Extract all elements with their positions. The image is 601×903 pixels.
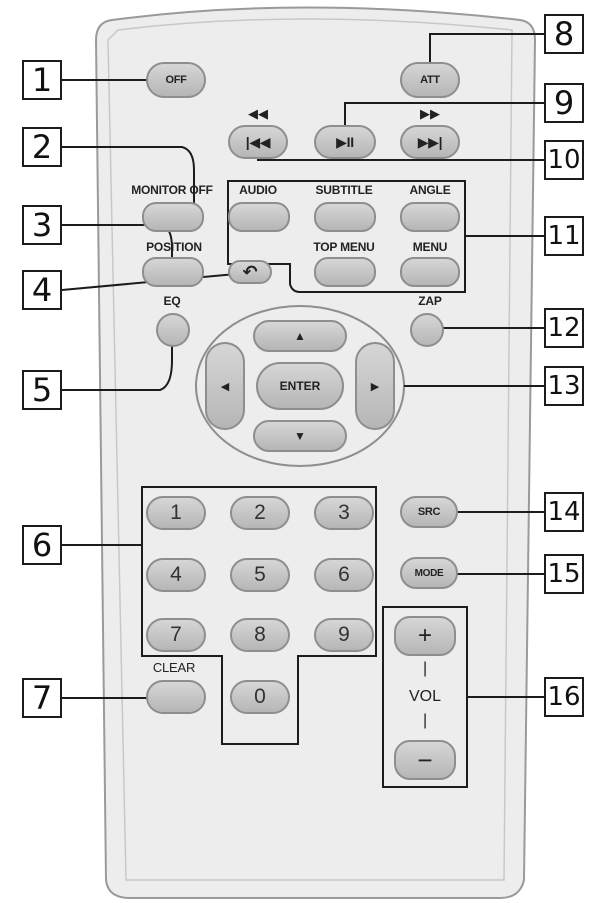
dpad-up-button[interactable]: ▲ [253,320,347,352]
callout-16: 16 [544,677,584,717]
menu-label: MENU [412,240,448,254]
top-menu-button[interactable] [314,257,376,287]
callout-9: 9 [544,83,584,123]
callout-3: 3 [22,205,62,245]
num-0-button[interactable]: 0 [230,680,290,714]
monitor-off-button[interactable] [142,202,204,232]
num-9-button[interactable]: 9 [314,618,374,652]
audio-button[interactable] [228,202,290,232]
minus-icon: − [417,744,433,775]
subtitle-button[interactable] [314,202,376,232]
zap-button[interactable] [410,313,444,347]
callout-2: 2 [22,127,62,167]
dpad-left-button[interactable]: ◀ [205,342,245,430]
num-5-button[interactable]: 5 [230,558,290,592]
num-2-button[interactable]: 2 [230,496,290,530]
connector-lines [61,33,544,699]
callout-7: 7 [22,678,62,718]
vol-bar-top: | [423,660,428,677]
clear-button[interactable] [146,680,206,714]
prev-icon: |◀◀ [245,133,271,150]
off-button[interactable]: OFF [146,62,206,98]
callout-14: 14 [544,492,584,532]
right-arrow-icon: ▶ [370,380,380,393]
num-3-button[interactable]: 3 [314,496,374,530]
callout-5: 5 [22,370,62,410]
menu-button[interactable] [400,257,460,287]
callout-12: 12 [544,308,584,348]
callout-4: 4 [22,270,62,310]
num-4-button[interactable]: 4 [146,558,206,592]
left-arrow-icon: ◀ [220,380,230,393]
vol-up-button[interactable]: + [394,616,456,656]
callout-15: 15 [544,554,584,594]
callout-8: 8 [544,14,584,54]
monitor-off-label: MONITOR OFF [131,183,213,197]
next-button[interactable]: ▶▶| [400,125,460,159]
enter-button[interactable]: ENTER [256,362,344,410]
clear-label: CLEAR [152,660,196,675]
callout-6: 6 [22,525,62,565]
eq-button[interactable] [156,313,190,347]
eq-label: EQ [163,294,181,308]
angle-button[interactable] [400,202,460,232]
play-pause-button[interactable]: ▶II [314,125,376,159]
back-icon: ↶ [242,261,258,282]
num-7-button[interactable]: 7 [146,618,206,652]
callout-11: 11 [544,216,584,256]
num-8-button[interactable]: 8 [230,618,290,652]
num-6-button[interactable]: 6 [314,558,374,592]
vol-down-button[interactable]: − [394,740,456,780]
fast-forward-icon: ▶▶ [420,106,440,121]
subtitle-label: SUBTITLE [315,183,373,197]
group-6-outline [141,486,377,745]
play-pause-icon: ▶II [336,133,354,150]
num-1-button[interactable]: 1 [146,496,206,530]
callout-13: 13 [544,366,584,406]
down-arrow-icon: ▼ [294,429,306,443]
group-11-outline [227,180,466,293]
remote-inner-outline [107,18,513,881]
att-button[interactable]: ATT [400,62,460,98]
position-button[interactable] [142,257,204,287]
zap-label: ZAP [418,294,442,308]
angle-label: ANGLE [409,183,451,197]
callout-10: 10 [544,140,584,180]
audio-label: AUDIO [239,183,277,197]
vol-bar-bottom: | [423,712,428,729]
position-label: POSITION [146,240,202,254]
src-button[interactable]: SRC [400,496,458,528]
plus-icon: + [417,622,432,649]
dpad-down-button[interactable]: ▼ [253,420,347,452]
back-button[interactable]: ↶ [228,260,272,284]
next-icon: ▶▶| [417,133,443,150]
top-menu-label: TOP MENU [313,240,375,254]
up-arrow-icon: ▲ [294,329,306,343]
prev-button[interactable]: |◀◀ [228,125,288,159]
rewind-icon: ◀◀ [248,106,268,121]
dpad-right-button[interactable]: ▶ [355,342,395,430]
mode-button[interactable]: MODE [400,557,458,589]
vol-label: VOL [409,688,442,705]
callout-1: 1 [22,60,62,100]
